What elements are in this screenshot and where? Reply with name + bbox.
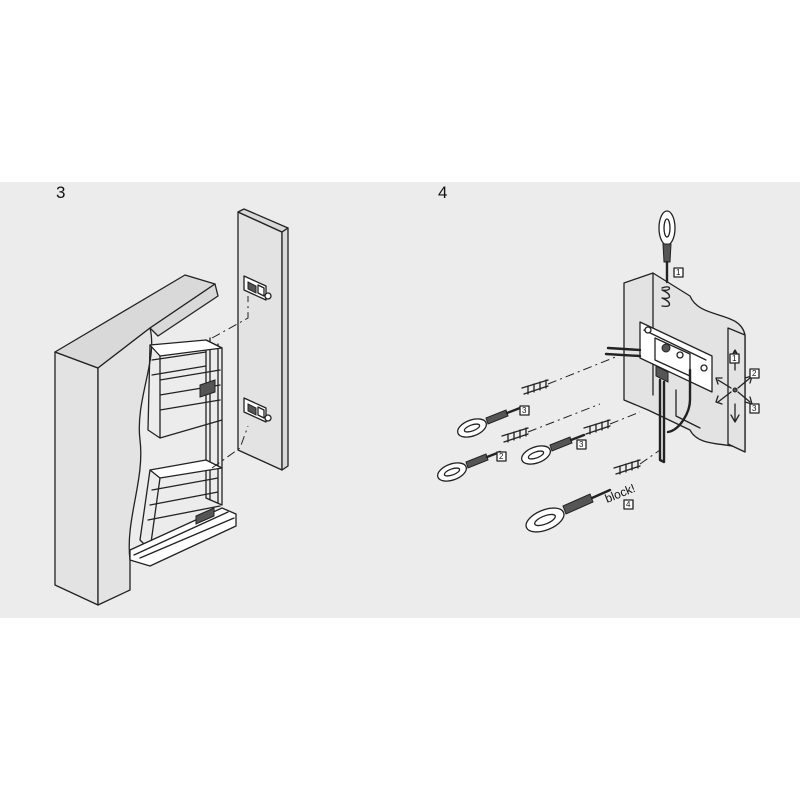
screws-left-upper: [521, 355, 619, 395]
svg-text:3: 3: [522, 406, 527, 415]
screws-bottom: [613, 449, 661, 475]
svg-text:4: 4: [626, 500, 631, 509]
svg-text:3: 3: [752, 404, 757, 413]
upper-door-bracket: [243, 275, 272, 301]
screwdriver-left-upper: [456, 406, 522, 438]
step-4-illustration: 1 1 2 3 3 2 3 4 block!: [436, 210, 760, 533]
pull-out-rack: [129, 337, 237, 567]
svg-text:2: 2: [499, 452, 504, 461]
step-3-number: 3: [56, 183, 66, 202]
door-panel: [237, 211, 283, 471]
callout-middle: 3: [576, 439, 587, 450]
screwdriver-bottom: [525, 488, 612, 533]
step-3-illustration: [54, 208, 289, 606]
svg-text:1: 1: [676, 268, 681, 277]
callout-left-lower: 2: [496, 451, 507, 462]
lower-door-bracket: [243, 397, 272, 423]
callout-left-upper: 3: [519, 405, 530, 416]
mounting-fitting: [604, 321, 713, 464]
screws-left-lower: [501, 403, 601, 443]
callout-screwdriver-top: 1: [673, 267, 684, 278]
callout-arrow-up: 1: [729, 353, 740, 364]
screwdriver-top: [658, 210, 676, 308]
cabinet-side-panel: [54, 351, 99, 606]
svg-text:2: 2: [752, 369, 757, 378]
step-4-number: 4: [438, 183, 448, 202]
callout-bottom: 4: [623, 499, 634, 510]
cabinet-back-wall: [97, 327, 153, 606]
alignment-line-upper: [211, 296, 249, 339]
cabinet-top-shelf: [149, 283, 219, 337]
callout-arrow-side-top: 2: [749, 368, 760, 379]
screws-middle: [583, 411, 641, 435]
screwdriver-middle: [520, 433, 586, 465]
svg-text:1: 1: [732, 354, 737, 363]
svg-text:3: 3: [579, 440, 584, 449]
screwdriver-left-lower: [436, 450, 502, 482]
callout-arrow-side-bottom: 3: [749, 403, 760, 414]
